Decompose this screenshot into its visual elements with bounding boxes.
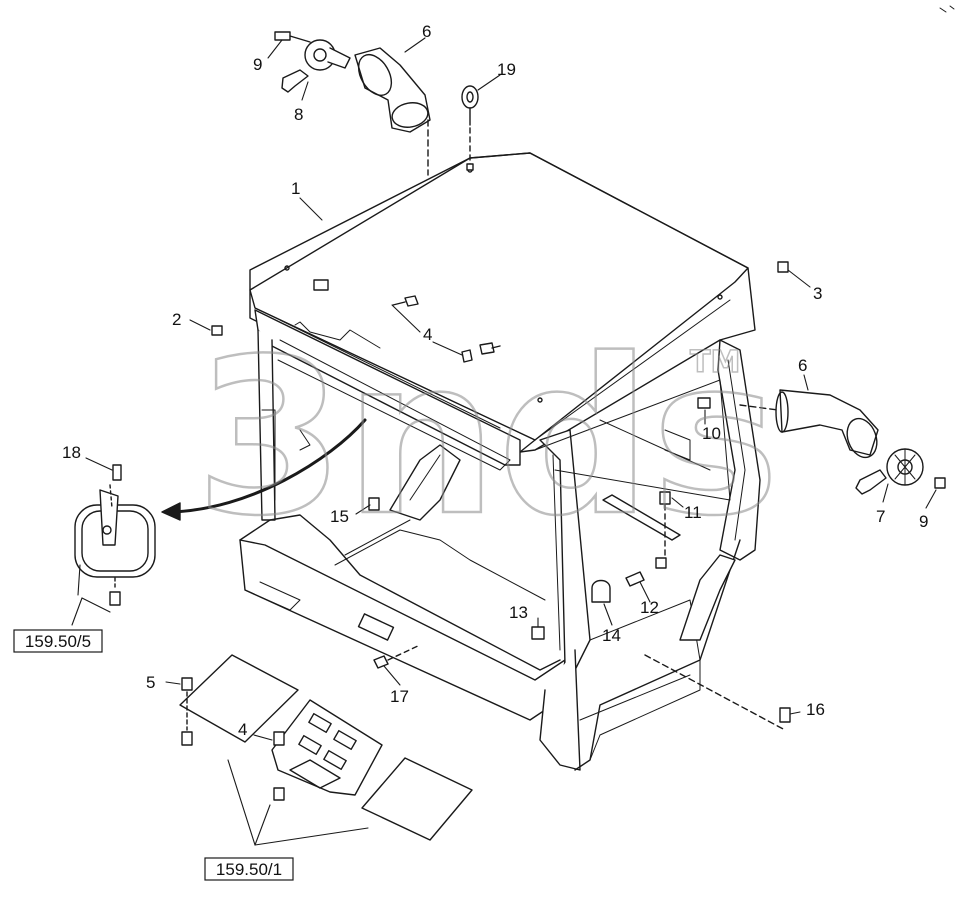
callout-15: 15 — [330, 507, 349, 526]
reference-label: 159.50/1 — [216, 860, 282, 879]
cab-frame — [239, 329, 761, 771]
callout-3: 3 — [813, 284, 822, 303]
rear-view-mirror — [74, 464, 156, 606]
watermark-text: 3nds — [195, 312, 780, 563]
reference-box-159-50-1[interactable]: 159.50/1 — [204, 857, 294, 881]
callout-2: 2 — [172, 310, 181, 329]
watermark: 3nds TM — [194, 311, 781, 565]
vent-assembly-top — [274, 31, 431, 176]
callout-16: 16 — [806, 700, 825, 719]
callout-9b: 9 — [919, 512, 928, 531]
reference-box-159-50-5[interactable]: 159.50/5 — [13, 629, 103, 653]
leader-lines — [71, 37, 937, 846]
callout-1: 1 — [291, 179, 300, 198]
corner-mark — [939, 5, 955, 13]
callout-8: 8 — [294, 105, 303, 124]
fasteners — [211, 261, 791, 723]
vent-assembly-right — [739, 389, 946, 495]
eye-bolt — [461, 85, 479, 171]
callout-6b: 6 — [798, 356, 807, 375]
callout-7: 7 — [876, 507, 885, 526]
callout-17: 17 — [390, 687, 409, 706]
callout-18: 18 — [62, 443, 81, 462]
mirror-direction-arrow — [168, 418, 367, 514]
callout-4: 4 — [423, 325, 432, 344]
callout-10: 10 — [702, 424, 721, 443]
cover-panels — [179, 654, 473, 841]
watermark-trademark: TM — [690, 345, 740, 380]
callout-12: 12 — [640, 598, 659, 617]
callout-6: 6 — [422, 22, 431, 41]
callout-4b: 4 — [238, 720, 247, 739]
callout-9: 9 — [253, 55, 262, 74]
callout-5: 5 — [146, 673, 155, 692]
callout-19: 19 — [497, 60, 516, 79]
callout-11: 11 — [684, 503, 702, 522]
reference-label: 159.50/5 — [25, 632, 91, 651]
callout-13: 13 — [509, 603, 528, 622]
callout-14: 14 — [602, 626, 621, 645]
callouts: 9 8 6 19 1 2 3 4 6 10 11 12 13 14 15 17 … — [62, 22, 928, 739]
